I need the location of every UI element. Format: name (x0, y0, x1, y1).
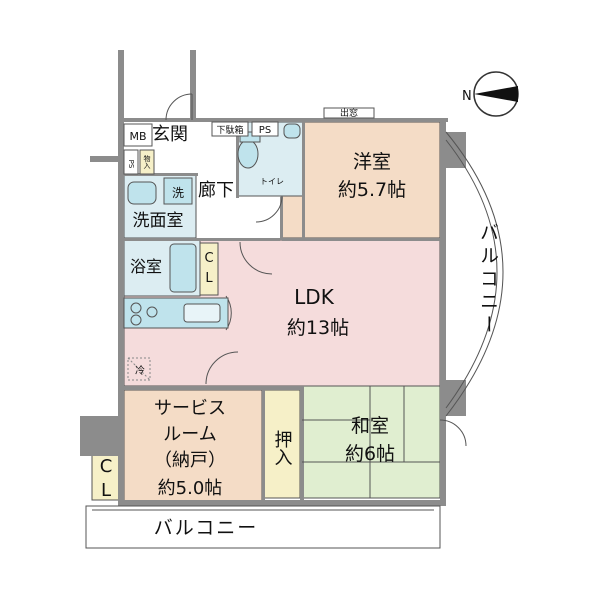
bay-window-label: 出窓 (340, 107, 358, 119)
balcony-right-label: バルコニー (477, 223, 499, 338)
service-room-name-3: （納戸） (154, 450, 226, 471)
bathtub (169, 243, 197, 293)
storage-entry-label: 物入 (143, 154, 151, 169)
toilet-name: トイレ (260, 177, 284, 186)
closet-service-line2: L (101, 480, 111, 501)
compass: N (462, 71, 519, 117)
service-room-name-1: サービス (154, 398, 226, 419)
fixtures (123, 123, 301, 381)
bath-name: 浴室 (130, 257, 162, 276)
ps-small-label: PS (127, 160, 135, 169)
closet-ldk-line1: C (204, 251, 213, 266)
toilet-tank (239, 131, 261, 143)
toilet-sink (283, 123, 301, 139)
entrance-label: 玄関 (152, 124, 188, 145)
walls (80, 50, 466, 506)
shoe-box-label: 下駄箱 (216, 124, 243, 136)
ref-label: 冷 (135, 364, 145, 377)
ldk-size: 約13帖 (287, 317, 349, 339)
ps-top-label: PS (259, 125, 271, 136)
hallway-label: 廊下 (198, 180, 234, 201)
wash-basin (127, 181, 157, 205)
compass-north-label: N (462, 89, 472, 104)
closet-ldk-line2: L (205, 271, 213, 286)
western-room-size: 約5.7帖 (338, 179, 406, 201)
mb-label: MB (129, 130, 146, 143)
tatami-lines (302, 386, 440, 498)
washing-machine (163, 177, 193, 205)
ldk-name: LDK (294, 285, 335, 309)
service-room-size: 約5.0帖 (158, 478, 223, 499)
closet-ldk-floor (199, 242, 219, 296)
service-room-name-2: ルーム (163, 424, 216, 445)
japanese-room-floor (301, 385, 441, 499)
closet-service-line1: C (100, 456, 113, 477)
utility-boxes (123, 107, 375, 175)
japanese-room-name: 和室 (351, 415, 389, 437)
balcony-outlines (85, 131, 504, 549)
western-room-floor (281, 121, 441, 239)
washroom-name: 洗面室 (133, 211, 184, 231)
oshiire-label: 押入 (272, 430, 293, 466)
western-room-name: 洋室 (353, 151, 391, 173)
balcony-bottom-label: バルコニー (154, 517, 259, 539)
toilet-bowl (237, 139, 259, 169)
wash-machine-label: 洗 (172, 186, 184, 200)
japanese-room-size: 約6帖 (345, 443, 395, 465)
